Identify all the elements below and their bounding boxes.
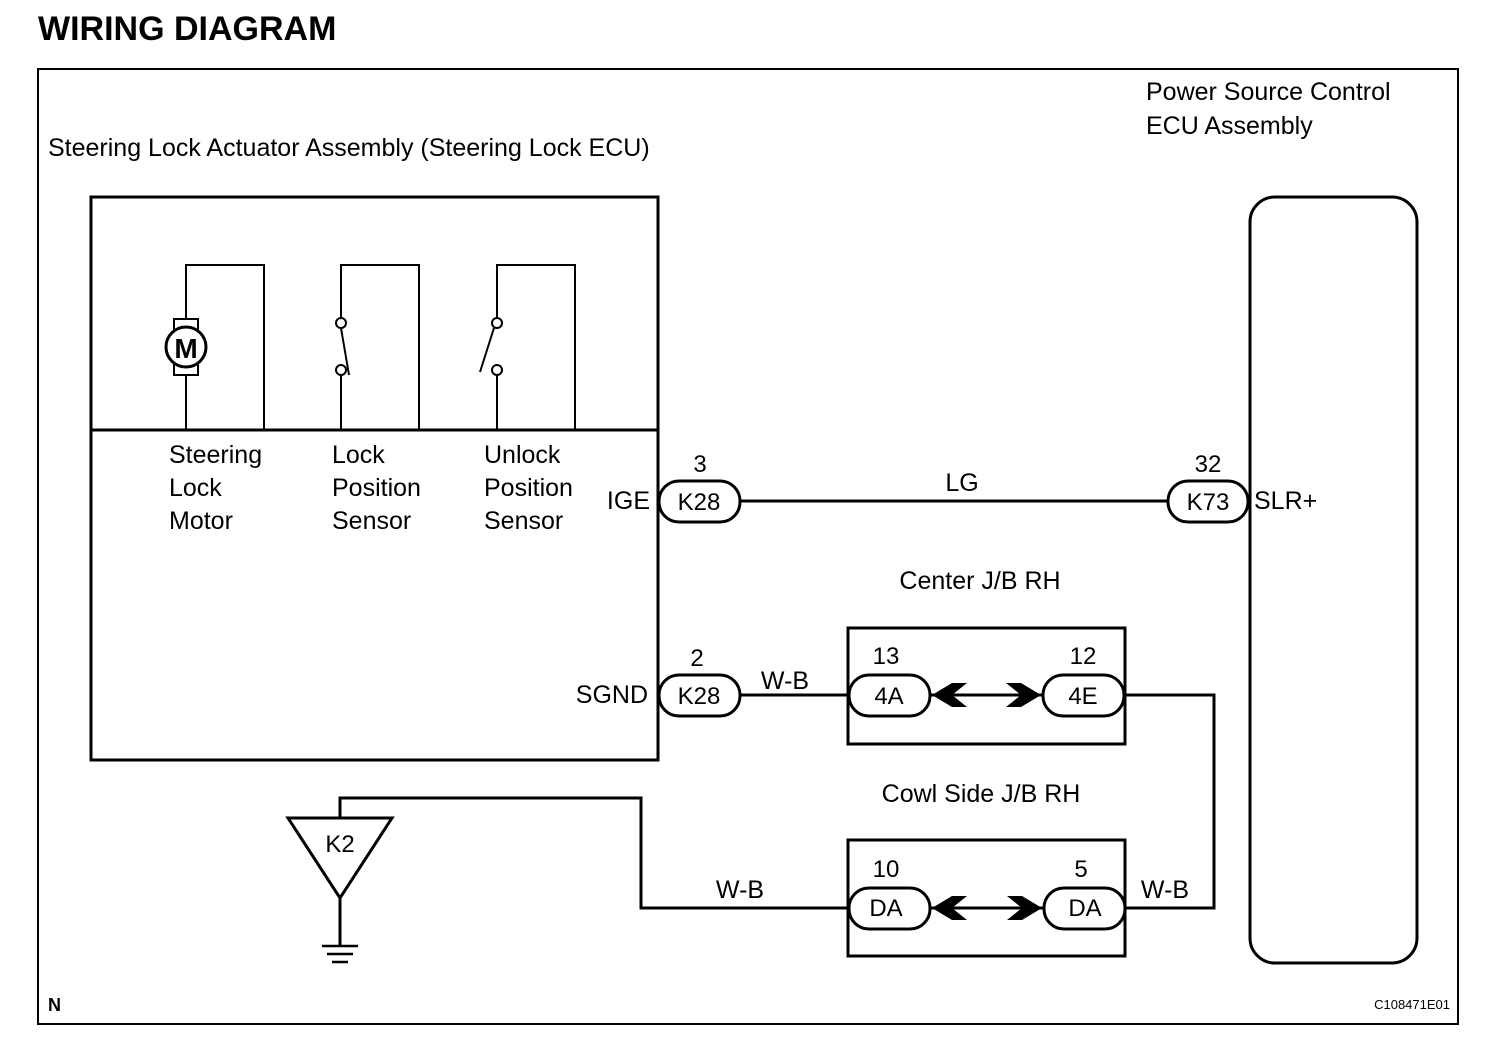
cowl-jb-box: 10 5 DA DA [846,838,1127,958]
unlock-position-switch-icon [479,264,576,430]
connector-da-left: DA [869,895,902,922]
power-source-ecu-label-line2: ECU Assembly [1146,112,1313,140]
unlock-sensor-label-line1: Unlock [484,441,561,469]
power-source-ecu-box [1248,195,1419,965]
connector-name: K28 [678,683,721,710]
arrow-left-icon [932,683,967,707]
pin-number-13: 13 [873,643,900,670]
connector-k28-ige: 3 K28 [657,451,742,524]
wire-center-jb-to-cowl-jb [1124,693,1216,910]
wire-wb-label-2: W-B [716,876,764,904]
connector-4a: 4A [874,683,903,710]
figure-code: C108471E01 [1374,997,1450,1012]
lock-sensor-label-line2: Position [332,474,421,502]
center-jb-label: Center J/B RH [899,567,1060,595]
motor-symbol: M [174,333,197,364]
motor-label-line2: Lock [169,474,222,502]
connector-name: K73 [1187,489,1230,516]
power-source-ecu-label-line1: Power Source Control [1146,78,1391,106]
unlock-sensor-label-line3: Sensor [484,507,563,535]
motor-circuit: M [164,264,265,430]
arrow-left-icon [932,896,967,920]
connector-da-right: DA [1068,895,1101,922]
lock-sensor-label-line1: Lock [332,441,385,469]
pin-number: 32 [1195,451,1222,478]
pin-number-10: 10 [873,856,900,883]
connector-k73: 32 K73 [1166,451,1250,524]
wire-wb-label-3: W-B [1141,876,1189,904]
ground-icon [322,944,358,964]
ground-point-k2: K2 [285,816,395,946]
ground-label: K2 [325,831,354,858]
motor-icon [164,325,208,369]
arrow-right-icon [1006,683,1041,707]
lock-position-switch-icon [335,264,420,430]
connector-k28-sgnd: 2 K28 [657,645,742,718]
connector-name: K28 [678,489,721,516]
motor-label-line3: Motor [169,507,233,535]
wire-lg-label: LG [945,469,978,497]
diagram-frame [37,68,1459,1025]
wire-cowl-jb-to-ground [338,796,849,910]
connector-4e: 4E [1068,683,1097,710]
pin-number: 2 [690,645,703,672]
terminal-ige-label: IGE [607,487,650,515]
center-jb-box: 13 12 4A 4E [846,626,1127,746]
motor-label-line1: Steering [169,441,262,469]
terminal-sgnd-label: SGND [576,681,648,709]
corner-mark: N [48,995,61,1015]
arrow-right-icon [1007,896,1042,920]
unlock-sensor-label-line2: Position [484,474,573,502]
lock-sensor-label-line3: Sensor [332,507,411,535]
terminal-slr-label: SLR+ [1254,487,1317,515]
page-title: WIRING DIAGRAM [38,10,336,48]
wire-wb-label-1: W-B [761,667,809,695]
pin-number-5: 5 [1074,856,1087,883]
pin-number-12: 12 [1070,643,1097,670]
cowl-jb-label: Cowl Side J/B RH [882,780,1081,808]
pin-number: 3 [693,451,706,478]
steering-lock-assembly-label: Steering Lock Actuator Assembly (Steerin… [48,134,650,162]
